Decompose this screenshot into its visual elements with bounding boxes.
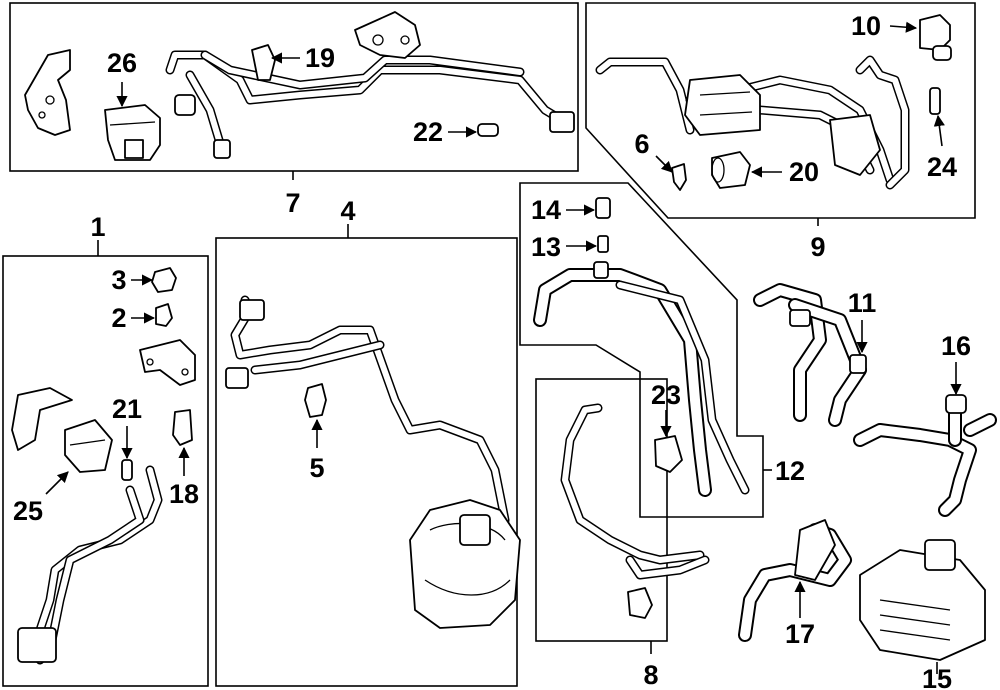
group-leaders (97, 171, 938, 674)
callout-6: 6 (634, 129, 649, 159)
callout-21: 21 (112, 394, 142, 424)
line-1-hose (25, 465, 163, 650)
part-10-valve (919, 14, 951, 51)
callout-22: 22 (413, 117, 443, 147)
bracket-left (24, 49, 71, 136)
callout-7: 7 (285, 188, 300, 218)
callout-5: 5 (309, 453, 324, 483)
callout-23: 23 (651, 380, 681, 410)
callout-25: 25 (13, 496, 43, 526)
part-19-sensor (251, 44, 276, 81)
part-5 (304, 383, 327, 418)
callout-9: 9 (810, 232, 825, 262)
callout-17: 17 (785, 619, 815, 649)
part-26-body (104, 104, 161, 161)
part-arrows (45, 21, 962, 618)
group-15-parts (859, 539, 986, 661)
group-8-parts (560, 403, 710, 619)
group-12-parts (533, 197, 750, 497)
bracket-9 (684, 74, 761, 136)
part-23 (654, 435, 683, 473)
frame-group-7 (9, 2, 579, 172)
group-4-parts (225, 295, 521, 629)
callout-26: 26 (107, 48, 137, 78)
accumulator-4 (409, 499, 521, 629)
callout-1: 1 (90, 212, 105, 242)
part-24-sensor (929, 87, 941, 115)
callout-18: 18 (169, 479, 199, 509)
bracket-1 (139, 339, 196, 386)
frame-group-9 (585, 2, 976, 219)
frame-group-12 (519, 182, 764, 518)
frame-group-8 (535, 378, 668, 642)
part-25-valve (64, 419, 113, 473)
callout-20: 20 (789, 157, 819, 187)
part-2 (155, 303, 173, 327)
part-22-fitting (477, 123, 499, 137)
callout-4: 4 (340, 196, 355, 226)
part-3-nut (151, 267, 177, 293)
frame-group-4 (215, 237, 518, 687)
callout-11: 11 (848, 288, 877, 318)
group-7-parts (24, 11, 575, 161)
part-18 (172, 409, 193, 446)
callout-8: 8 (643, 660, 658, 690)
callout-3: 3 (111, 265, 126, 295)
group-11-parts (753, 283, 867, 427)
group-1-parts (11, 267, 196, 665)
callout-14: 14 (531, 195, 561, 225)
callout-19: 19 (305, 43, 335, 73)
group-16-parts (853, 394, 997, 517)
part-8-fitting (627, 587, 653, 619)
part-14 (595, 197, 611, 219)
callout-2: 2 (111, 303, 126, 333)
line-8-hose (560, 403, 705, 565)
group-frames (2, 2, 976, 687)
callout-labels: 1 2 3 4 5 6 7 8 9 10 11 12 13 14 15 16 1… (13, 11, 971, 690)
callout-24: 24 (927, 152, 957, 182)
callout-12: 12 (775, 456, 805, 486)
part-13 (597, 235, 609, 253)
callout-13: 13 (531, 232, 561, 262)
group-9-parts (595, 14, 952, 191)
callout-16: 16 (941, 331, 971, 361)
line-9-hose-a (595, 57, 695, 135)
bracket-25-left (11, 387, 73, 451)
group-17-parts (738, 519, 852, 642)
part-15-cooler (859, 549, 986, 661)
callout-15: 15 (922, 664, 952, 690)
part-6 (671, 163, 687, 191)
frame-group-1 (2, 255, 209, 687)
bracket-top (354, 11, 421, 59)
part-21 (121, 459, 133, 481)
callout-10: 10 (851, 11, 881, 41)
